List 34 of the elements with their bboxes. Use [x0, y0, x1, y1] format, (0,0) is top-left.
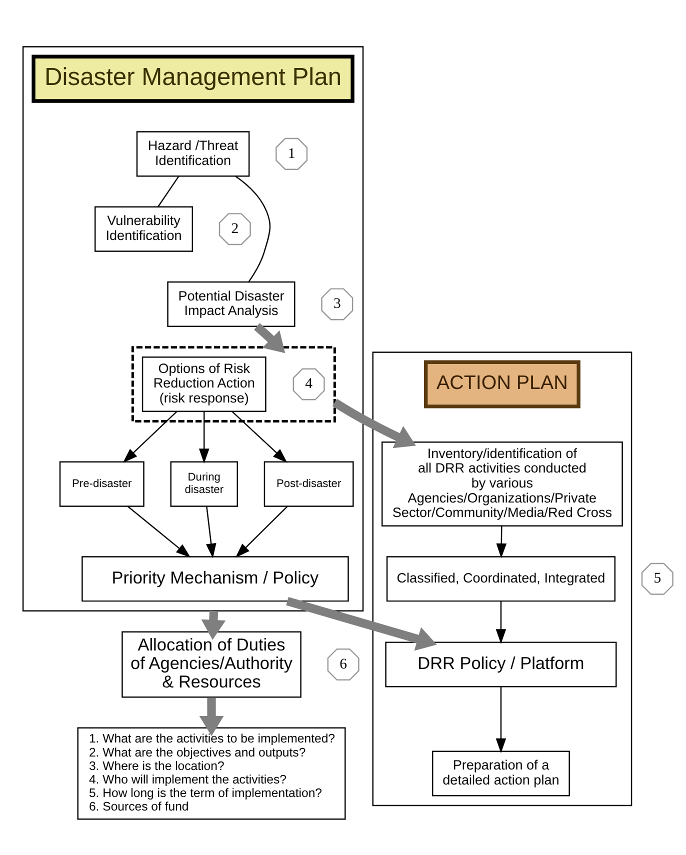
- node-box: Post-disaster: [264, 460, 354, 506]
- connector: [158, 175, 180, 206]
- arrow: [496, 686, 506, 753]
- arrow: [232, 410, 288, 462]
- node-box: DRR Policy / Platform: [385, 641, 617, 687]
- arrow: [496, 600, 506, 644]
- node-box: Options of Risk Reduction Action (risk response): [142, 356, 266, 412]
- arrow: [332, 398, 416, 448]
- arrow: [206, 506, 216, 558]
- cluster: [372, 351, 632, 806]
- arrow: [198, 411, 210, 463]
- node-box: Classified, Coordinated, Integrated: [386, 556, 616, 602]
- arrow: [122, 410, 178, 462]
- arrow: [201, 610, 226, 640]
- node-box: Pre-disaster: [59, 460, 144, 506]
- arrow: [254, 322, 286, 353]
- node-box: Disaster Management Plan: [32, 54, 354, 102]
- connector: [235, 175, 271, 282]
- node-box: Hazard /Threat Identification: [136, 130, 250, 176]
- node-box: Potential Disaster Impact Analysis: [167, 280, 296, 326]
- arrow: [496, 526, 507, 558]
- arrow: [235, 505, 288, 558]
- arrow: [199, 697, 224, 736]
- node-box: Priority Mechanism / Policy: [82, 556, 349, 602]
- node-box: Preparation of a detailed action plan: [432, 750, 570, 796]
- node-box: Inventory/identification of all DRR activities conducted by various Agencies/Organizations/Private Sector/Community/Media/Red Cross: [382, 441, 623, 526]
- node-box: Allocation of Duties of Agencies/Authority & Resources: [122, 630, 302, 698]
- node-box: Vulnerability Identification: [94, 206, 194, 252]
- cluster: [131, 346, 336, 422]
- arrow: [127, 505, 191, 558]
- node-box: During disaster: [170, 460, 238, 506]
- node-box: 1. What are the activities to be implemented? 2. What are the objectives and outputs? 3. Where is the location? 4. Who will implement the activities? 5. How long is the term of implementation? 6. Sources of fund: [77, 726, 346, 820]
- cluster: [22, 46, 364, 612]
- node-box: ACTION PLAN: [424, 360, 580, 408]
